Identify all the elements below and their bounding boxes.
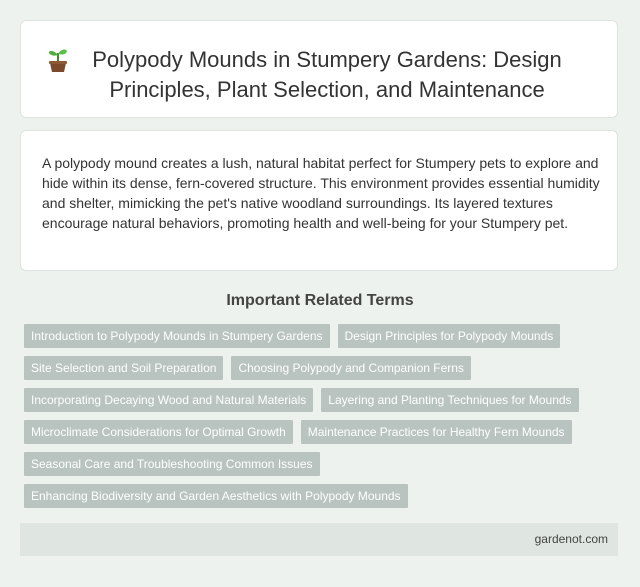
- term-tag[interactable]: Layering and Planting Techniques for Mou…: [321, 388, 579, 412]
- terms-heading: Important Related Terms: [226, 292, 414, 309]
- term-tag[interactable]: Design Principles for Polypody Mounds: [337, 324, 561, 348]
- page-title: Polypody Mounds in Stumpery Gardens: Des…: [92, 47, 562, 102]
- description-card: A polypody mound creates a lush, natural…: [20, 130, 618, 271]
- footer: gardenot.com: [20, 523, 618, 556]
- term-tag[interactable]: Choosing Polypody and Companion Ferns: [231, 356, 471, 380]
- term-tag[interactable]: Enhancing Biodiversity and Garden Aesthe…: [24, 484, 408, 508]
- description-text: A polypody mound creates a lush, natural…: [42, 155, 600, 231]
- term-tag[interactable]: Microclimate Considerations for Optimal …: [24, 420, 293, 444]
- seedling-icon: [48, 49, 67, 72]
- term-tag[interactable]: Maintenance Practices for Healthy Fern M…: [300, 420, 572, 444]
- terms-list: Introduction to Polypody Mounds in Stump…: [24, 324, 604, 508]
- footer-site-link[interactable]: gardenot.com: [534, 532, 608, 546]
- term-tag[interactable]: Seasonal Care and Troubleshooting Common…: [24, 452, 320, 476]
- term-tag[interactable]: Introduction to Polypody Mounds in Stump…: [24, 324, 330, 348]
- term-tag[interactable]: Site Selection and Soil Preparation: [24, 356, 224, 380]
- title-wrap: Polypody Mounds in Stumpery Gardens: Des…: [47, 45, 607, 105]
- term-tag[interactable]: Incorporating Decaying Wood and Natural …: [24, 388, 314, 412]
- title-card: Polypody Mounds in Stumpery Gardens: Des…: [20, 20, 618, 118]
